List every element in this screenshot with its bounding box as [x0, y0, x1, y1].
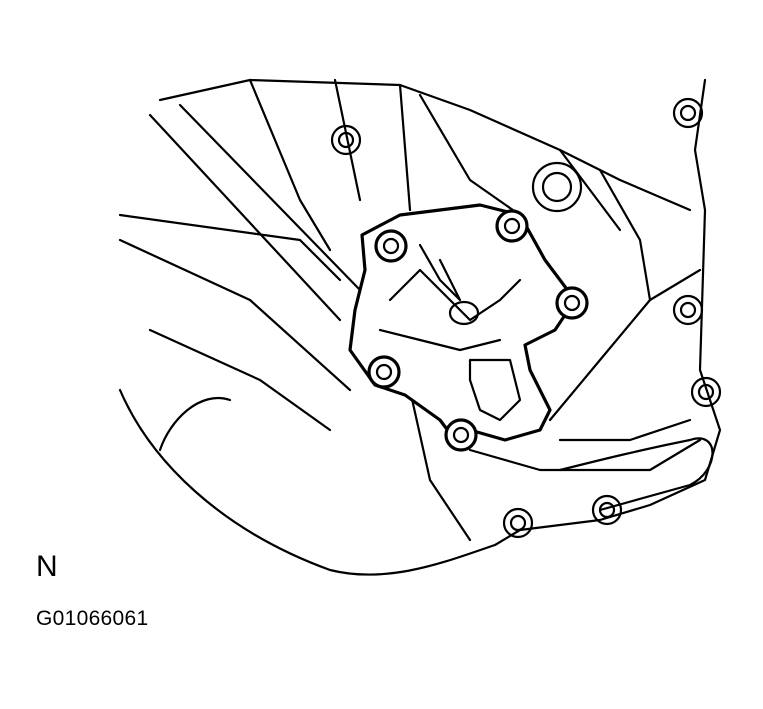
- case-rib-2: [178, 103, 362, 292]
- case-bolt: [330, 124, 362, 156]
- cover-plate-ribs: [468, 358, 522, 422]
- case-lower-rib-5: [468, 438, 702, 472]
- case-flange: [558, 437, 714, 512]
- case-outline: [118, 78, 722, 576]
- cover-bolt: [495, 209, 529, 243]
- cover-bolt: [367, 355, 401, 389]
- case-lower-rib-6: [548, 268, 702, 422]
- case-lower-rib-4: [408, 388, 472, 542]
- case-rib-7: [598, 168, 652, 302]
- case-rib-6: [418, 93, 522, 217]
- cover-plate-boss: [448, 300, 480, 326]
- cover-plate-ribs: [378, 328, 502, 352]
- cover-bolt: [444, 418, 478, 452]
- case-bolt: [591, 494, 623, 526]
- cover-plate-ribs: [388, 268, 522, 322]
- case-lower-rib-3: [158, 397, 232, 452]
- case-lower-rib-2: [148, 328, 332, 432]
- view-label: N: [36, 550, 58, 583]
- case-lower-rib-1: [118, 238, 352, 392]
- figure-code: G01066061: [36, 607, 149, 630]
- case-bolt: [672, 294, 704, 326]
- case-lower-rib-7: [558, 418, 692, 442]
- case-bolt: [502, 507, 534, 539]
- boss-opening: [531, 161, 583, 213]
- case-rib-5: [398, 83, 412, 212]
- case-rib-1: [148, 113, 342, 322]
- boss-opening-inner: [541, 171, 573, 203]
- case-rib-4: [333, 78, 362, 202]
- cover-plate-ribs: [418, 243, 462, 302]
- case-bolt: [690, 376, 722, 408]
- case-edge-left: [118, 213, 342, 282]
- case-bolt: [672, 97, 704, 129]
- case-rib-3: [248, 78, 332, 252]
- cover-bolt: [555, 286, 589, 320]
- cover-bolt: [374, 229, 408, 263]
- cover-plate: [348, 203, 577, 442]
- case-rib-8: [558, 148, 622, 232]
